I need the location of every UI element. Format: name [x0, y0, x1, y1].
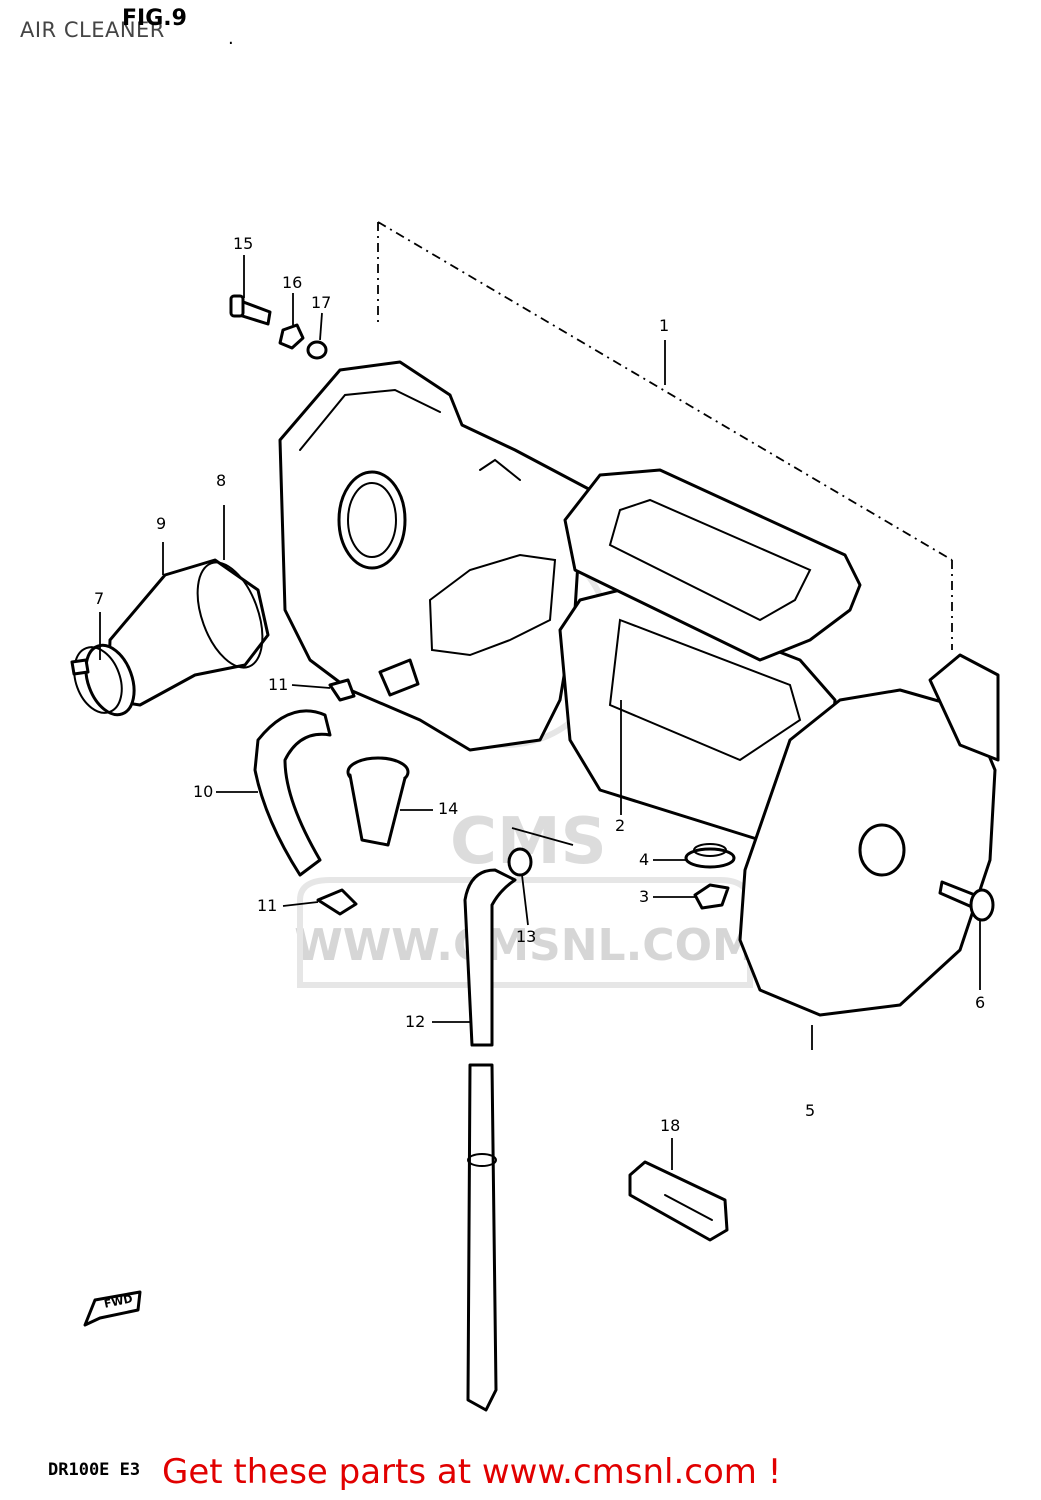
callout-6: 6	[975, 993, 986, 1012]
callout-8: 8	[216, 471, 227, 490]
clip-11-lower	[316, 888, 358, 916]
filter-element-2	[558, 468, 862, 842]
group-bracket-1	[377, 221, 953, 650]
callout-5: 5	[805, 1101, 816, 1120]
collar-3	[693, 883, 730, 910]
callout-1: 1	[659, 316, 670, 335]
drain-tube-12	[463, 868, 517, 1412]
callout-3: 3	[639, 887, 650, 906]
bolt-15	[229, 294, 272, 326]
callout-16: 16	[282, 273, 303, 292]
cover-5	[738, 653, 1000, 1017]
callout-4: 4	[639, 850, 650, 869]
page-title: AIR CLEANER	[20, 18, 165, 42]
callout-10: 10	[193, 782, 214, 801]
model-code: DR100E E3	[48, 1460, 141, 1480]
bracket-18	[628, 1160, 729, 1242]
cap-14	[346, 756, 410, 847]
callout-13: 13	[516, 927, 537, 946]
leader-lines	[99, 255, 981, 1170]
callout-14: 14	[438, 799, 459, 818]
callout-15: 15	[233, 234, 254, 253]
forward-direction-arrow	[83, 1290, 142, 1327]
callout-11-lower: 11	[257, 896, 278, 915]
screw-6	[938, 880, 995, 922]
grommet-4	[684, 843, 736, 869]
nut-16	[278, 323, 305, 350]
intake-boot-9	[84, 558, 270, 717]
callout-11-upper: 11	[268, 675, 289, 694]
figure-number: FIG.9	[122, 6, 187, 31]
hose-10	[253, 709, 332, 877]
callout-17: 17	[311, 293, 332, 312]
callout-12: 12	[405, 1012, 426, 1031]
promo-link-text[interactable]: Get these parts at www.cmsnl.com !	[162, 1452, 782, 1492]
callout-9: 9	[156, 514, 167, 533]
watermark-url: WWW.CMSNL.COM	[294, 920, 756, 971]
air-cleaner-case-1	[278, 360, 602, 752]
callout-2: 2	[615, 816, 626, 835]
washer-17	[306, 340, 328, 360]
clip-11-upper	[328, 678, 356, 702]
clamp-7	[70, 646, 123, 714]
clip-13	[507, 847, 533, 877]
callout-7: 7	[94, 589, 105, 608]
header-dot: .	[228, 28, 234, 49]
callout-18: 18	[660, 1116, 681, 1135]
